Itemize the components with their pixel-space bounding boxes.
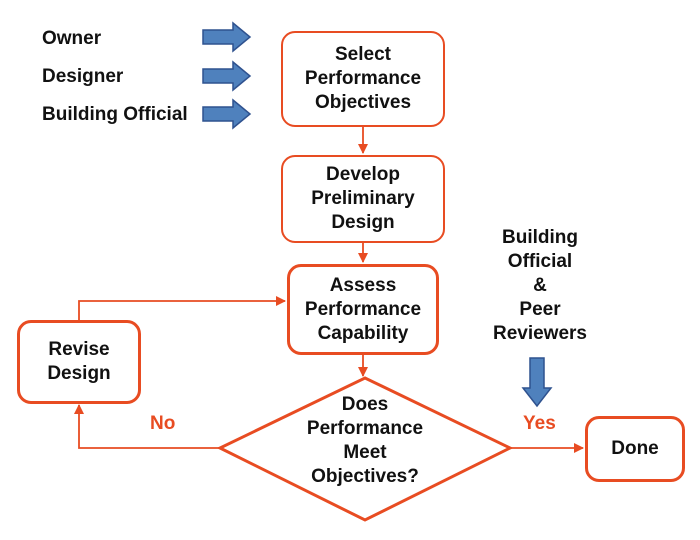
decision-diamond bbox=[216, 376, 514, 522]
reviewers-down-arrow bbox=[521, 357, 553, 408]
done-text: Done bbox=[611, 438, 659, 459]
decision-text: Does Performance Meet Objectives? bbox=[306, 394, 424, 487]
owner-input-arrow bbox=[202, 21, 252, 53]
revise-design-text: Revise Design bbox=[47, 339, 111, 384]
owner-label: Owner bbox=[42, 28, 102, 49]
no-branch-label: No bbox=[150, 413, 176, 434]
designer-label: Designer bbox=[42, 66, 124, 87]
revise-to-assess-connector bbox=[78, 296, 286, 320]
designer-input-arrow bbox=[202, 60, 252, 92]
develop-design-text: Develop Preliminary Design bbox=[311, 164, 415, 233]
assess-capability-text: Assess Performance Capability bbox=[304, 274, 422, 344]
revise-design-box: Revise Design bbox=[17, 320, 141, 404]
develop-design-box: Develop Preliminary Design bbox=[281, 155, 445, 243]
building-official-input-arrow bbox=[202, 98, 252, 130]
no-branch-connector bbox=[74, 404, 220, 449]
select-objectives-box: Select Performance Objectives bbox=[281, 31, 445, 127]
building-official-label: Building Official bbox=[42, 104, 188, 125]
reviewers-label: Building Official & Peer Reviewers bbox=[492, 227, 587, 344]
done-box: Done bbox=[585, 416, 685, 482]
assess-capability-box: Assess Performance Capability bbox=[287, 264, 439, 355]
yes-branch-label: Yes bbox=[523, 413, 556, 434]
select-objectives-text: Select Performance Objectives bbox=[304, 44, 422, 113]
